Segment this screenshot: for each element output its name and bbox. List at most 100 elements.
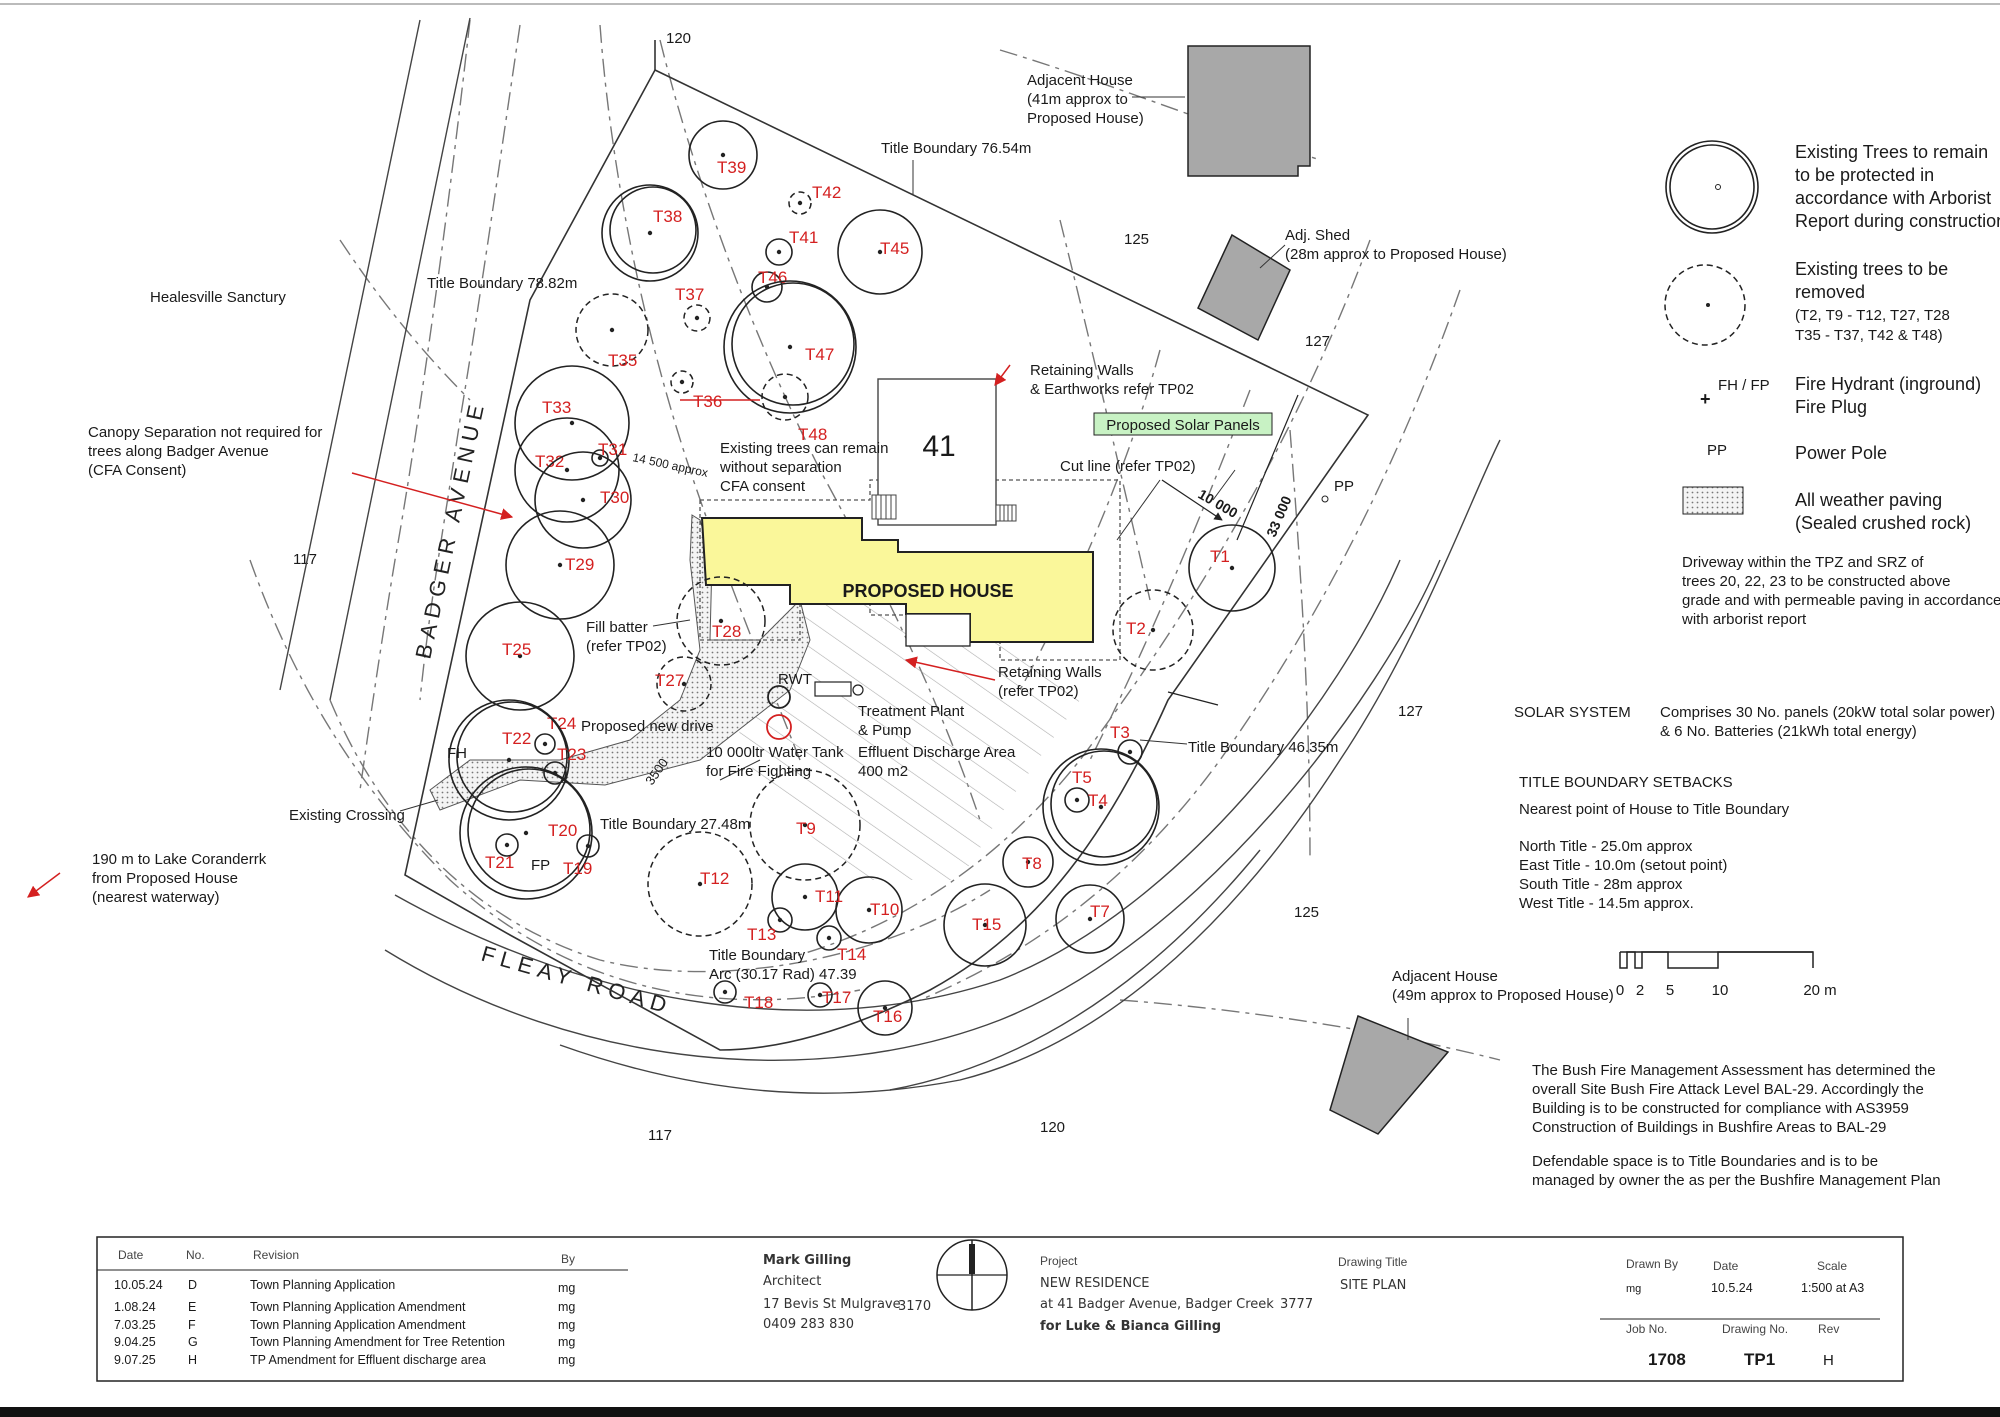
svg-text:to be protected in: to be protected in — [1795, 165, 1934, 185]
architect-title: Architect — [763, 1274, 821, 1289]
bushfire-note: The Bush Fire Management Assessment has … — [1532, 1062, 1941, 1189]
svg-text:400 m2: 400 m2 — [858, 763, 908, 780]
tree-t7: T7 — [1055, 884, 1125, 954]
note-title-boundary-arc: Title Boundary Arc (30.17 Rad) 47.39 — [709, 947, 857, 983]
legend-paving-symbol — [1682, 486, 1744, 515]
legend-tree-removed-symbol — [1664, 264, 1746, 346]
note-adjacent-house-south: Adjacent House (49m approx to Proposed H… — [1392, 968, 1614, 1004]
title-boundary — [404, 40, 1370, 1051]
setback-west: West Title - 14.5m approx. — [1519, 895, 1694, 912]
cut-line-label: Cut line (refer TP02) — [1060, 458, 1196, 475]
tree-t17: T17 — [807, 982, 851, 1008]
architect-phone: 0409 283 830 — [763, 1317, 854, 1332]
tree-label-t24: T24 — [547, 714, 576, 733]
revision-row-e: 1.08.24 E Town Planning Application Amen… — [114, 1300, 575, 1314]
rev-header-by: By — [561, 1252, 575, 1266]
title-block: Date No. Revision By 10.05.24 D Town Pla… — [96, 1236, 1904, 1382]
drawing-title-label: Drawing Title — [1338, 1255, 1408, 1269]
tree-label-t21: T21 — [485, 853, 514, 872]
svg-text:Town Planning Amendment for Tr: Town Planning Amendment for Tree Retenti… — [250, 1335, 505, 1349]
legend-pp-symbol: PP — [1707, 442, 1727, 459]
rev-value: H — [1823, 1352, 1834, 1369]
tree-label-t35: T35 — [608, 351, 637, 370]
job-no-label: Job No. — [1626, 1322, 1667, 1336]
tree-t24: T24 — [534, 714, 576, 755]
svg-text:CFA consent: CFA consent — [720, 478, 806, 495]
svg-text:Town Planning Application Ame: Town Planning Application Amendment — [250, 1318, 466, 1332]
road-label-fleay-road: FLEAY ROAD — [479, 941, 676, 1019]
svg-text:trees along Badger Avenue: trees along Badger Avenue — [88, 443, 269, 460]
svg-text:(nearest waterway): (nearest waterway) — [92, 889, 220, 906]
tree-label-t42: T42 — [812, 183, 841, 202]
tree-t27: T27 — [655, 656, 712, 712]
svg-text:Arc (30.17 Rad) 47.39: Arc (30.17 Rad) 47.39 — [709, 966, 857, 983]
tree-label-t18: T18 — [744, 993, 773, 1012]
setback-south: South Title - 28m approx — [1519, 876, 1683, 893]
dim-10000-label: 10 000 — [1196, 486, 1241, 521]
svg-text:Fill batter: Fill batter — [586, 619, 648, 636]
architect-postcode: 3170 — [898, 1299, 931, 1314]
solar-detail-2: & 6 No. Batteries (21kWh total energy) — [1660, 723, 1917, 740]
rev-header-date: Date — [118, 1248, 144, 1262]
proposed-drive-label: Proposed new drive — [581, 718, 714, 735]
tree-t5: T5 — [1064, 768, 1092, 813]
tree-t37: T37 — [675, 285, 711, 332]
dim-33000-label: 33 000 — [1263, 493, 1295, 539]
adjacent-house-south — [1329, 1014, 1450, 1135]
scale-bar-label-2: 2 — [1636, 982, 1644, 999]
tree-label-t47: T47 — [805, 345, 834, 364]
tree-t15: T15 — [943, 883, 1027, 967]
rev-label: Rev — [1818, 1322, 1839, 1336]
power-pole-label: PP — [1334, 478, 1354, 495]
rev-header-no: No. — [186, 1248, 205, 1262]
title-boundary-west-label: Title Boundary 78.82m — [427, 275, 577, 292]
tree-t20: T20 — [459, 766, 593, 900]
tree-t33: T33 — [514, 365, 630, 481]
svg-text:removed: removed — [1795, 282, 1865, 302]
note-treatment-plant: Treatment Plant & Pump — [858, 703, 965, 739]
tree-label-t1: T1 — [1210, 547, 1230, 566]
solar-detail-1: Comprises 30 No. panels (20kW total sola… — [1660, 704, 1995, 721]
dim-14500-label: 14 500 approx — [631, 450, 709, 480]
tree-t11: T11 — [771, 863, 843, 931]
scale-bar-label-20: 20 m — [1803, 982, 1836, 999]
svg-text:Adj. Shed: Adj. Shed — [1285, 227, 1350, 244]
scale-label: Scale — [1817, 1259, 1847, 1273]
tree-label-t20: T20 — [548, 821, 577, 840]
tree-label-t39: T39 — [717, 158, 746, 177]
tree-label-t4: T4 — [1088, 791, 1108, 810]
adjacent-shed — [1197, 233, 1291, 342]
svg-text:& Earthworks refer TP02: & Earthworks refer TP02 — [1030, 381, 1194, 398]
svg-text:D: D — [188, 1278, 197, 1292]
trees-layer: T39T38T41T46T47T45T33T32T31T30T29T25T24T… — [448, 120, 1276, 1036]
tree-label-t3: T3 — [1110, 723, 1130, 742]
tree-label-t45: T45 — [880, 239, 909, 258]
svg-text:& Pump: & Pump — [858, 722, 911, 739]
svg-text:Adjacent House: Adjacent House — [1392, 968, 1498, 985]
note-effluent-area: Effluent Discharge Area 400 m2 — [858, 744, 1016, 780]
project-label: Project — [1040, 1254, 1078, 1268]
svg-text:190 m to Lake Coranderrk: 190 m to Lake Coranderrk — [92, 851, 267, 868]
tree-t32: T32 — [514, 417, 620, 523]
svg-text:Town Planning Application: Town Planning Application — [250, 1278, 395, 1292]
svg-text:mg: mg — [558, 1335, 575, 1349]
tree-label-t22: T22 — [502, 729, 531, 748]
tree-t2: T2 — [1112, 589, 1194, 671]
svg-text:(49m approx to Proposed House): (49m approx to Proposed House) — [1392, 987, 1614, 1004]
scale-bar-label-0: 0 — [1616, 982, 1624, 999]
scale-bar — [1619, 951, 1814, 969]
tree-t12: T12 — [647, 831, 753, 937]
drawn-by-label: Drawn By — [1626, 1257, 1678, 1271]
svg-text:mg: mg — [558, 1300, 575, 1314]
lot-number: 41 — [922, 430, 955, 463]
existing-crossing-label: Existing Crossing — [289, 807, 405, 824]
svg-text:mg: mg — [558, 1281, 575, 1295]
rainwater-tank — [767, 685, 791, 709]
tree-label-t36: T36 — [693, 392, 722, 411]
tree-t38: T38 — [601, 184, 699, 282]
svg-text:(CFA Consent): (CFA Consent) — [88, 462, 186, 479]
contour-label-127-right: 127 — [1398, 703, 1423, 720]
tree-t1: T1 — [1188, 524, 1276, 612]
svg-text:10.05.24: 10.05.24 — [114, 1278, 163, 1292]
svg-text:Town Planning Application Ame: Town Planning Application Amendment — [250, 1300, 466, 1314]
